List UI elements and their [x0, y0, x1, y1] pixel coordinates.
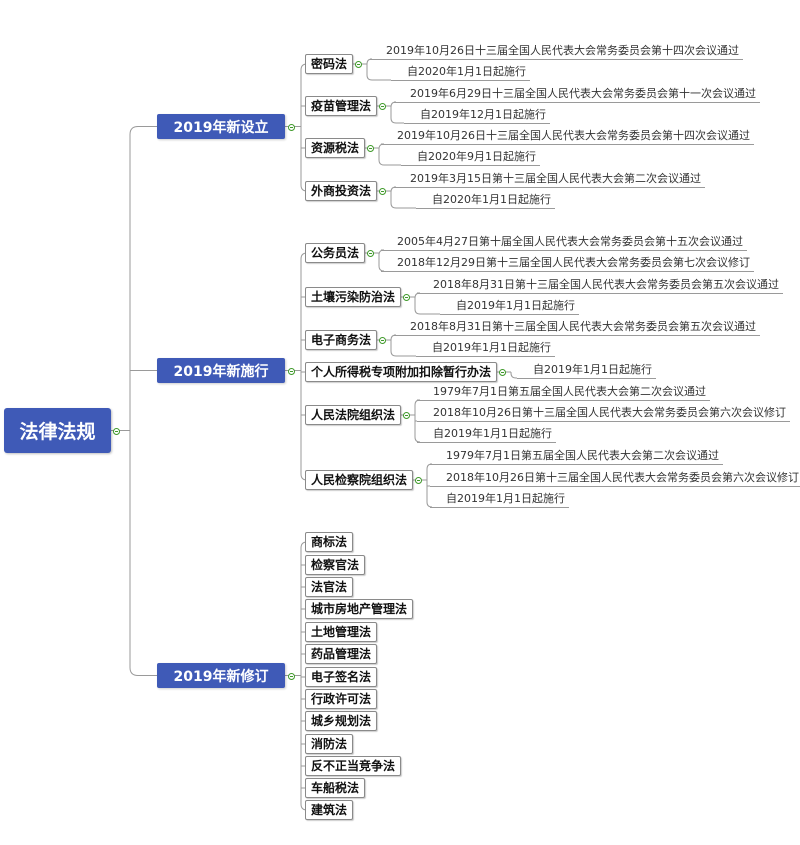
- connector-line: [378, 148, 401, 166]
- law-node[interactable]: 城市房地产管理法: [305, 599, 414, 619]
- detail-underline: [517, 378, 656, 379]
- law-node[interactable]: 建筑法: [305, 800, 354, 820]
- branch-2019-new-revised[interactable]: 2019年新修订: [157, 663, 285, 688]
- detail-text: 自2019年1月1日起施行: [432, 341, 551, 354]
- collapse-marker-icon[interactable]: [379, 337, 386, 344]
- detail-underline: [401, 165, 540, 166]
- connector-line: [414, 297, 440, 315]
- law-node[interactable]: 车船税法: [305, 778, 366, 798]
- detail-underline: [381, 144, 754, 145]
- detail-underline: [440, 314, 579, 315]
- connector-line: [378, 253, 385, 272]
- detail-underline: [416, 208, 555, 209]
- detail-underline: [404, 123, 550, 124]
- detail-underline: [417, 421, 790, 422]
- law-node[interactable]: 消防法: [305, 734, 354, 754]
- law-node[interactable]: 资源税法: [305, 138, 366, 158]
- law-node[interactable]: 药品管理法: [305, 644, 378, 664]
- law-node[interactable]: 行政许可法: [305, 689, 378, 709]
- collapse-marker-icon[interactable]: [367, 250, 374, 257]
- detail-underline: [417, 400, 710, 401]
- detail-text: 自2019年1月1日起施行: [433, 427, 552, 440]
- collapse-marker-icon[interactable]: [113, 427, 120, 435]
- connector-line: [426, 480, 433, 508]
- detail-underline: [370, 59, 743, 60]
- detail-text: 2018年10月26日第十三届全国人民代表大会常务委员会第六次会议修订: [433, 406, 786, 419]
- detail-text: 2018年12月29日第十三届全国人民代表大会常务委员会第七次会议修订: [397, 256, 750, 269]
- connector-line: [366, 64, 391, 81]
- collapse-marker-icon[interactable]: [288, 672, 295, 680]
- detail-text: 1979年7月1日第五届全国人民代表大会第二次会议通过: [433, 385, 706, 398]
- law-node[interactable]: 检察官法: [305, 555, 366, 575]
- root-node[interactable]: 法律法规: [4, 408, 111, 453]
- collapse-marker-icon[interactable]: [288, 123, 295, 131]
- connector-line: [426, 463, 433, 480]
- detail-text: 自2019年1月1日起施行: [446, 492, 565, 505]
- law-node[interactable]: 密码法: [305, 54, 354, 74]
- detail-underline: [381, 250, 747, 251]
- detail-underline: [430, 507, 569, 508]
- collapse-marker-icon[interactable]: [403, 412, 410, 419]
- law-node[interactable]: 电子签名法: [305, 667, 378, 687]
- collapse-marker-icon[interactable]: [499, 369, 506, 376]
- connector-line: [414, 399, 421, 415]
- branch-2019-new-established[interactable]: 2019年新设立: [157, 114, 285, 139]
- collapse-marker-icon[interactable]: [415, 477, 422, 484]
- detail-text: 2018年8月31日第十三届全国人民代表大会常务委员会第五次会议通过: [410, 320, 756, 333]
- connector-line: [390, 191, 416, 209]
- detail-underline: [416, 356, 555, 357]
- connector-line: [414, 415, 421, 443]
- law-node[interactable]: 人民法院组织法: [305, 405, 402, 425]
- law-node[interactable]: 疫苗管理法: [305, 96, 378, 116]
- connector-line: [300, 370, 308, 481]
- detail-text: 1979年7月1日第五届全国人民代表大会第二次会议通过: [446, 449, 719, 462]
- detail-underline: [430, 464, 723, 465]
- law-node[interactable]: 城乡规划法: [305, 711, 378, 731]
- law-node[interactable]: 法官法: [305, 577, 354, 597]
- law-node[interactable]: 商标法: [305, 532, 354, 552]
- detail-text: 2018年8月31日第十三届全国人民代表大会常务委员会第五次会议通过: [433, 278, 779, 291]
- connector-line: [390, 340, 416, 357]
- collapse-marker-icon[interactable]: [288, 367, 295, 375]
- detail-underline: [394, 102, 760, 103]
- detail-text: 自2019年1月1日起施行: [456, 299, 575, 312]
- connector-line: [129, 126, 157, 431]
- branch-2019-new-effective[interactable]: 2019年新施行: [157, 358, 285, 383]
- collapse-marker-icon[interactable]: [403, 294, 410, 301]
- law-node[interactable]: 外商投资法: [305, 181, 378, 201]
- detail-text: 自2020年1月1日起施行: [432, 193, 551, 206]
- law-node[interactable]: 公务员法: [305, 243, 366, 263]
- detail-text: 2019年10月26日十三届全国人民代表大会常务委员会第十四次会议通过: [397, 129, 750, 142]
- detail-underline: [391, 80, 530, 81]
- detail-underline: [417, 293, 783, 294]
- law-node[interactable]: 土地管理法: [305, 622, 378, 642]
- law-node[interactable]: 土壤污染防治法: [305, 287, 402, 307]
- connector-line: [510, 372, 517, 379]
- collapse-marker-icon[interactable]: [379, 188, 386, 195]
- detail-text: 自2020年1月1日起施行: [407, 65, 526, 78]
- detail-text: 自2019年12月1日起施行: [420, 108, 546, 121]
- law-node[interactable]: 电子商务法: [305, 330, 378, 350]
- detail-underline: [430, 486, 800, 487]
- collapse-marker-icon[interactable]: [379, 103, 386, 110]
- detail-text: 2018年10月26日第十三届全国人民代表大会常务委员会第六次会议修订: [446, 471, 799, 484]
- detail-text: 2019年6月29日十三届全国人民代表大会常务委员会第十一次会议通过: [410, 87, 756, 100]
- detail-underline: [394, 335, 760, 336]
- connector-line: [300, 252, 308, 371]
- law-node[interactable]: 个人所得税专项附加扣除暂行办法: [305, 362, 498, 382]
- detail-underline: [381, 271, 754, 272]
- collapse-marker-icon[interactable]: [355, 61, 362, 68]
- detail-text: 2019年10月26日十三届全国人民代表大会常务委员会第十四次会议通过: [386, 44, 739, 57]
- connector-line: [129, 430, 157, 676]
- detail-text: 2005年4月27日第十届全国人民代表大会常务委员会第十五次会议通过: [397, 235, 743, 248]
- collapse-marker-icon[interactable]: [367, 145, 374, 152]
- detail-underline: [394, 187, 705, 188]
- law-node[interactable]: 人民检察院组织法: [305, 470, 414, 490]
- law-node[interactable]: 反不正当竞争法: [305, 756, 402, 776]
- detail-text: 自2019年1月1日起施行: [533, 363, 652, 376]
- detail-underline: [417, 442, 556, 443]
- connector-line: [390, 106, 404, 124]
- detail-text: 2019年3月15日第十三届全国人民代表大会第二次会议通过: [410, 172, 701, 185]
- detail-text: 自2020年9月1日起施行: [417, 150, 536, 163]
